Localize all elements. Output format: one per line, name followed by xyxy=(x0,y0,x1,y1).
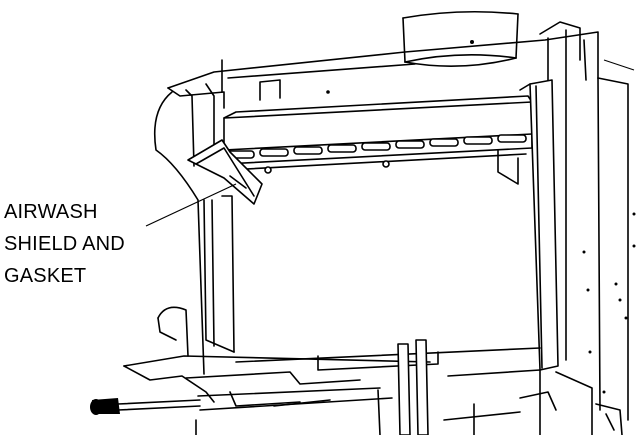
ash-tool xyxy=(90,398,201,415)
airwash-channel xyxy=(223,95,533,185)
callout-leader xyxy=(145,183,237,227)
airwash-shield-and-gasket xyxy=(187,139,263,205)
left-side-panel xyxy=(153,83,235,375)
callout-line-3: GASKET xyxy=(4,265,87,287)
right-front-post xyxy=(519,79,559,371)
airwash-holes xyxy=(225,134,527,159)
callout-line-1: AIRWASH xyxy=(4,201,98,223)
flue-collar xyxy=(402,10,519,67)
top-plate xyxy=(167,31,599,109)
hearth-lower xyxy=(123,347,623,435)
front-rods xyxy=(377,339,429,435)
callout-line-2: SHIELD AND xyxy=(4,233,125,255)
